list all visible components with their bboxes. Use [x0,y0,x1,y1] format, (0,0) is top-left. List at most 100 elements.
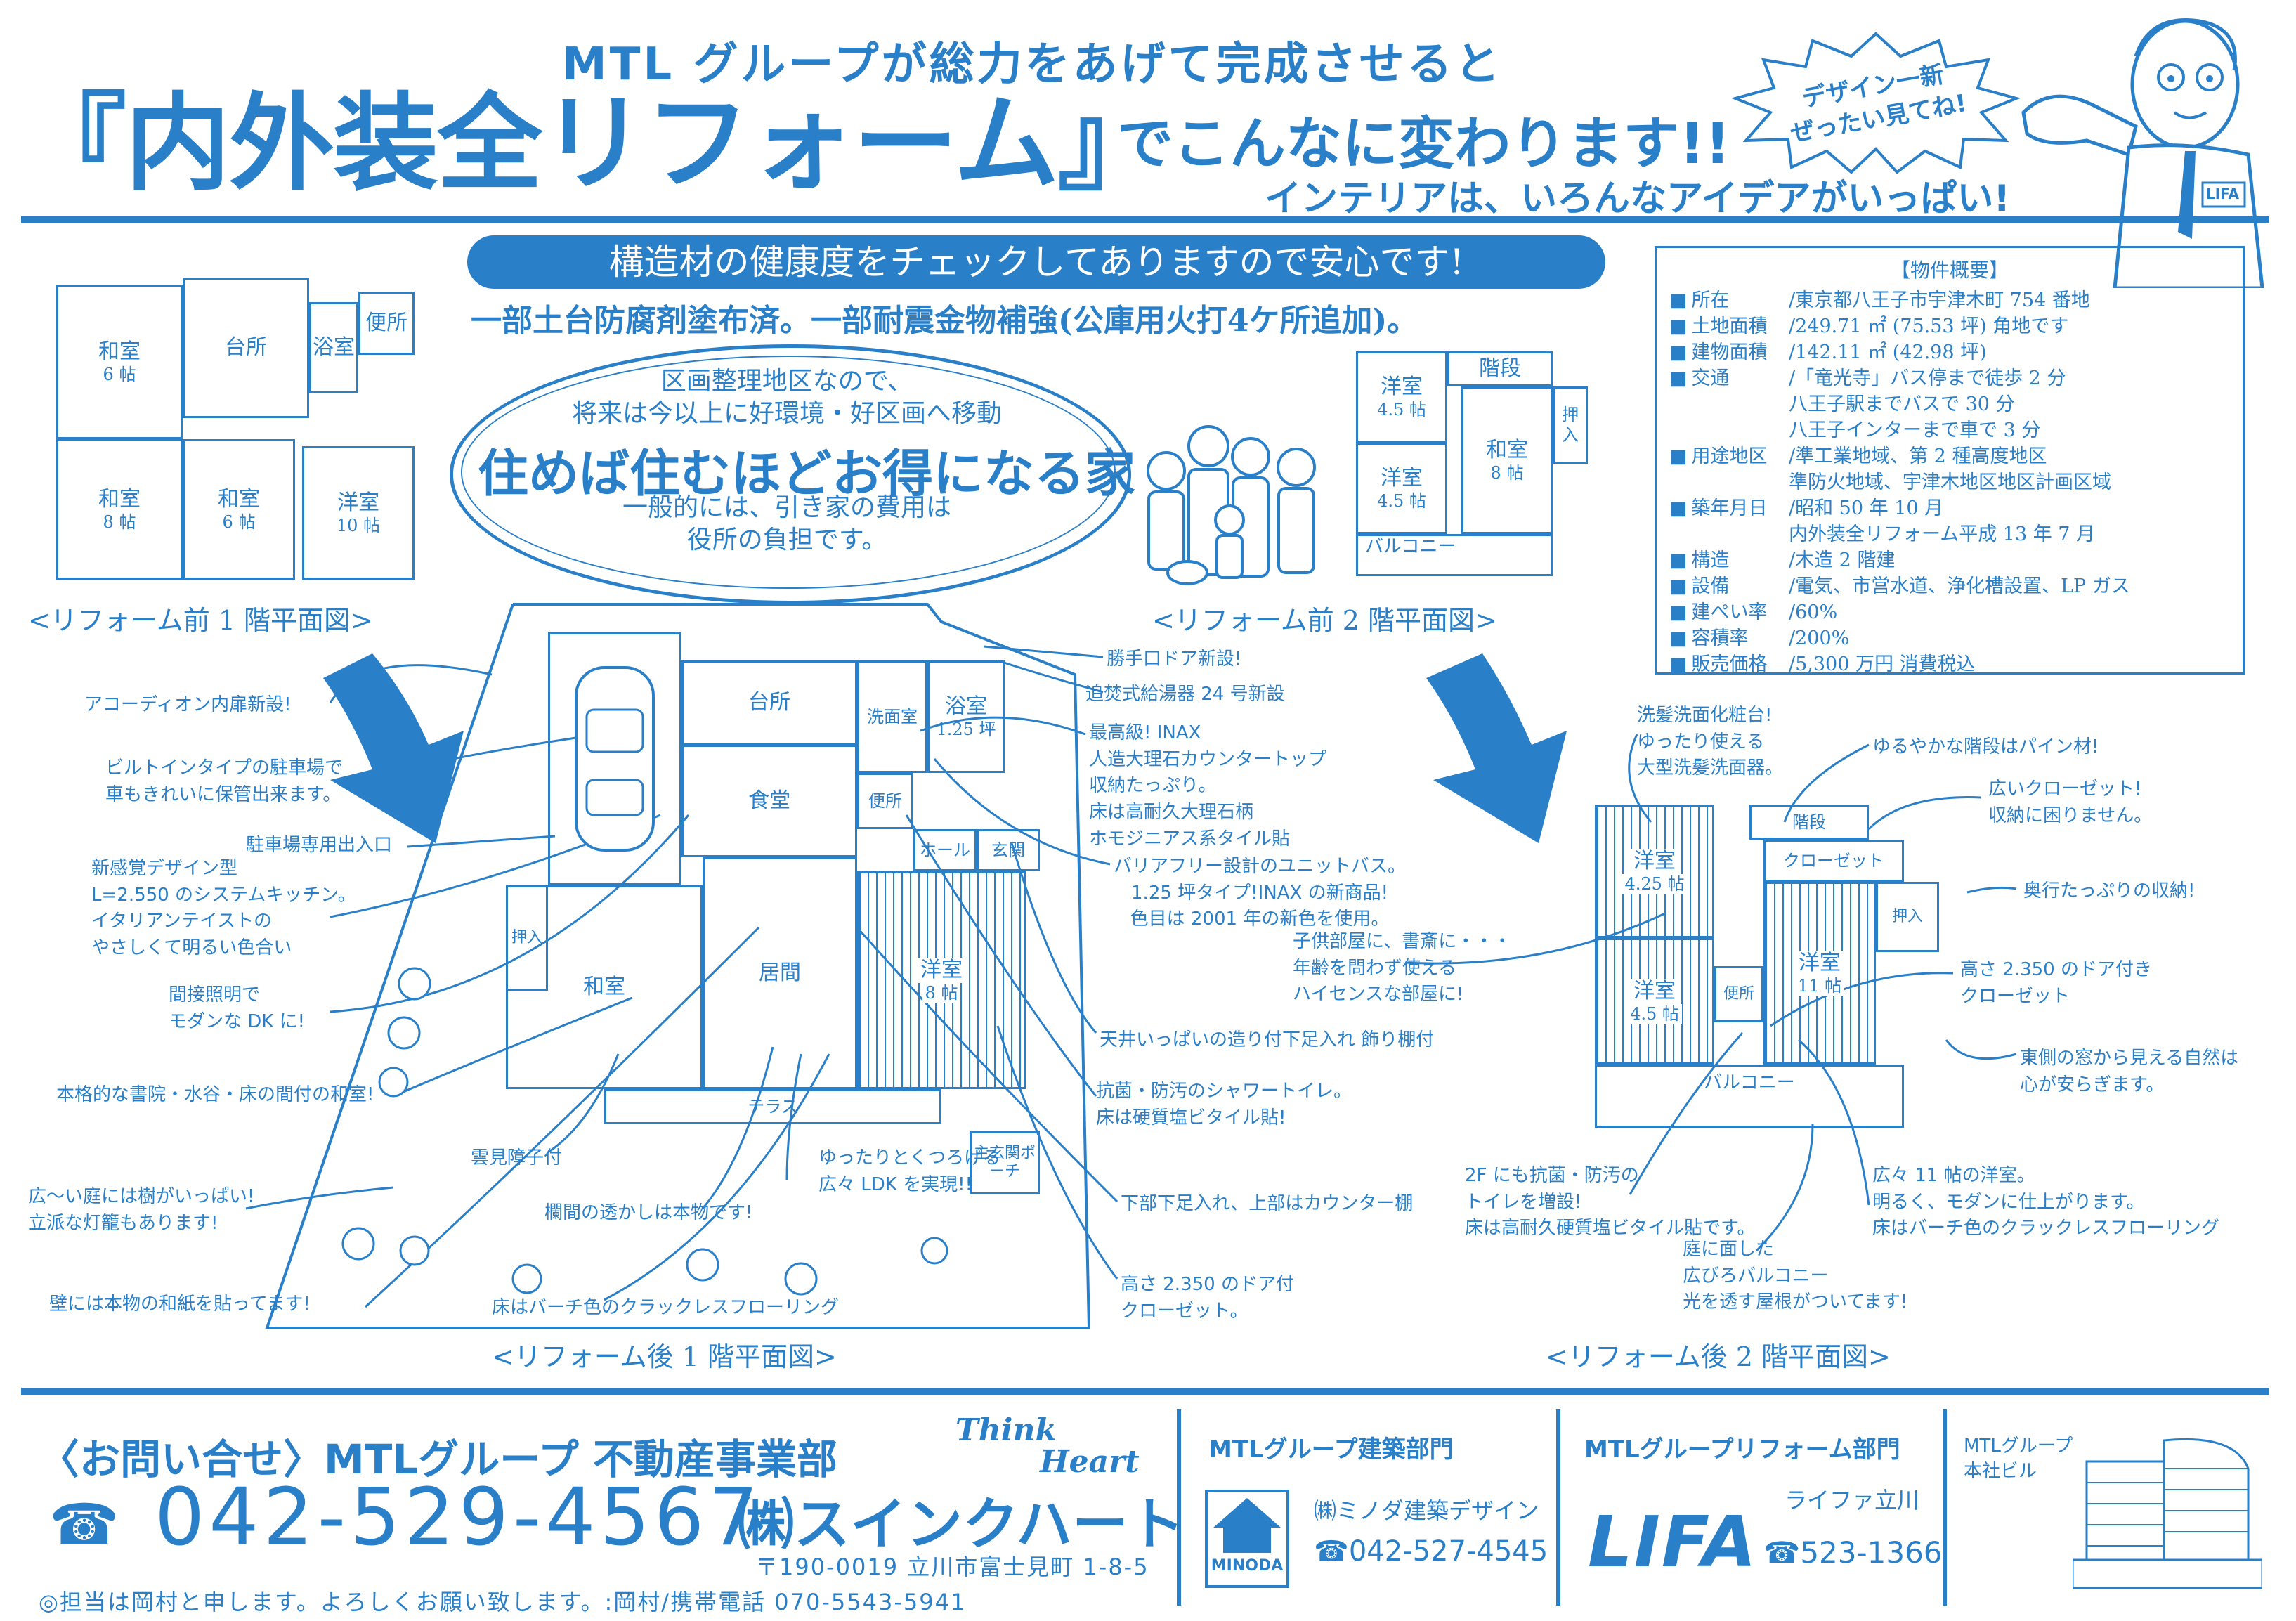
footer-separator-2 [1556,1409,1560,1606]
callout-shoji: 雲見障子付 [471,1147,563,1168]
spec-row: 建物面積/142.11 ㎡ (42.98 坪) [1669,339,2230,365]
spec-key: 用途地区 [1669,443,1789,495]
room-label: ホール [920,840,970,860]
speech-bubble: デザイン一新 ぜったい見てね! [1728,28,2023,176]
room-label: 便所 [365,311,407,335]
room-after2-benjo: 便所 [1714,966,1763,1022]
caption-after-2f: <リフォーム後 2 階平面図> [1546,1341,1891,1372]
room-before1-washitsu6b: 和室 6 帖 [183,439,295,580]
room-label: 台所 [225,335,267,360]
room-after1-yoku: 浴室 1.25 坪 [927,660,1005,773]
logo-think: Think [955,1412,1057,1448]
room-before2-yoshitsuB: 洋室 4.5 帖 [1356,443,1447,534]
room-size: 10 帖 [336,515,381,535]
spec-row: 容積率/200% [1669,625,2230,651]
room-after2-kaidan: 階段 [1749,805,1869,840]
room-label: 便所 [868,790,902,811]
spec-value: /「竜光寺」バス停まで徒歩 2 分 八王子駅までバスで 30 分 八王子インター… [1789,367,2066,441]
room-size: 6 帖 [222,512,256,532]
oval-top-text: 区画整理地区なので、 将来は今以上に好環境・好区画へ移動 [571,367,1002,428]
room-before2-yoshitsuA: 洋室 4.5 帖 [1356,351,1447,443]
spec-key: 容積率 [1669,625,1789,651]
callout-2f-toilet: 2F にも抗菌・防汚の トイレを増設! 床は高耐久硬質塩ビタイル貼です。 [1465,1165,1756,1239]
family-drawing [1147,425,1316,585]
spec-value: /5,300 万円 消費税込 [1789,653,1976,675]
room-before1-benjo: 便所 [358,292,415,355]
callout-large-closet: 広いクローゼット! 収納に困りません。 [1988,779,2153,826]
room-label: 和室 [583,975,625,999]
room-label: 階段 [1792,812,1826,832]
mascot-badge: LIFA [2206,185,2240,202]
callout-11-mat-room: 広々 11 帖の洋室。 明るく、モダンに仕上がります。 床はバーチ色のクラックレ… [1872,1165,2220,1239]
room-label: 洋室 [918,957,965,983]
room-size: 8 帖 [1490,462,1524,483]
callout-deep-storage: 奥行たっぷりの収納! [2023,880,2196,901]
room-after1-senmen: 洗面室 [857,660,927,773]
callout-indirect-lighting: 間接照明で モダンな DK に! [169,984,306,1032]
spec-value: /東京都八王子市宇津木町 754 番地 [1789,289,2090,311]
room-label: 浴室 [313,335,355,360]
room-label: 玄関 [991,840,1025,860]
room-before1-washitsu8: 和室 8 帖 [56,439,183,580]
callout-east-window: 東側の窓から見える自然は 心が安らぎます。 [2020,1048,2239,1095]
spec-key: 土地面積 [1669,313,1789,339]
spec-value: /木造 2 階建 [1789,549,1896,571]
callout-counter-shelf: 下部下足入れ、上部はカウンター棚 [1121,1193,1414,1214]
room-label: バルコニー [1704,1072,1795,1093]
reform-title: MTLグループリフォーム部門 [1584,1436,1900,1464]
spec-key: 建ぺい率 [1669,599,1789,625]
plan-before-1f: 和室 6 帖 台所 浴室 便所 和室 8 帖 和室 6 帖 洋室 10 帖 [28,278,422,587]
room-size: 6 帖 [103,364,136,384]
advantage-oval-inner [461,356,1116,589]
room-before1-washitsu6: 和室 6 帖 [56,285,183,439]
lifa-tel: ☎523-1366 [1763,1535,1943,1570]
room-before1-daidokoro: 台所 [183,278,309,418]
room-label: 食堂 [748,788,790,813]
room-after1-genkan: 玄関 [977,829,1040,871]
callout-builtin-garage: ビルトインタイプの駐車場で 車もきれいに保管出来ます。 [105,757,344,805]
room-size: 4.5 帖 [1627,1003,1682,1024]
oval-bottom-text: 一般的には、引き家の費用は 役所の負担です。 [622,493,951,554]
room-size: 8 帖 [103,512,136,532]
spec-row: 築年月日/昭和 50 年 10 月 内外装全リフォーム平成 13 年 7 月 [1669,495,2230,547]
arch-company: ㈱ミノダ建築デザイン [1314,1497,1539,1524]
spec-key: 築年月日 [1669,495,1789,547]
spec-row: 用途地区/準工業地域、第 2 種高度地区 準防火地域、宇津木地区地区計画区域 [1669,443,2230,495]
car-icon [575,666,655,852]
room-label: 便所 [1723,984,1754,1003]
room-after2-closet: クローゼット [1763,840,1904,882]
family-illustration [1138,415,1328,590]
room-label: 浴室 [945,694,987,719]
spec-value: /200% [1789,627,1850,649]
spec-value: /電気、市営水道、浄化槽設置、LP ガス [1789,575,2130,597]
room-before1-yoshitsu10: 洋室 10 帖 [302,446,415,580]
caption-before-2f: <リフォーム前 2 階平面図> [1152,605,1497,636]
room-size: 1.25 坪 [936,719,996,739]
minoda-logo-text: MINODA [1211,1557,1284,1575]
room-after1-terrace: テラス [604,1089,941,1124]
hq-building-illustration [2073,1412,2262,1595]
hq-label: MTLグループ 本社ビル [1964,1436,2073,1482]
room-after1-benjo: 便所 [857,773,913,829]
spec-row: 交通/「竜光寺」バス停まで徒歩 2 分 八王子駅までバスで 30 分 八王子イン… [1669,365,2230,443]
callout-back-door: 勝手口ドア新設! [1107,649,1242,670]
room-label: 洋室 [1631,848,1678,874]
room-label: 台所 [748,690,790,715]
spec-value: /60% [1789,601,1838,623]
room-before2-oshiire: 押入 [1553,386,1588,464]
spec-key: 構造 [1669,547,1789,573]
footer-address: 〒190-0019 立川市富士見町 1-8-5 [755,1554,1149,1580]
room-size: 8 帖 [922,982,961,1003]
room-label: 洗面室 [867,706,918,727]
room-label: 和室 [218,486,260,512]
spec-table: 【物件概要】 所在/東京都八王子市宇津木町 754 番地土地面積/249.71 … [1655,246,2245,675]
minoda-house-icon [1213,1498,1281,1553]
callout-washi-wall: 壁には本物の和紙を貼ってます! [49,1294,311,1315]
room-label: 洋室 [337,490,379,515]
spec-row: 建ぺい率/60% [1669,599,2230,625]
room-before2-washitsu: 和室 8 帖 [1461,386,1553,534]
callout-japanese-room: 本格的な書院・水谷・床の間付の和室! [56,1084,374,1105]
room-label: 和室 [98,486,141,512]
callout-balcony: 庭に面した 広びろバルコニー 光を透す屋根がついてます! [1683,1239,1908,1313]
footer-inquiry: 〈お問い合せ〉MTLグループ 不動産事業部 [39,1436,837,1483]
